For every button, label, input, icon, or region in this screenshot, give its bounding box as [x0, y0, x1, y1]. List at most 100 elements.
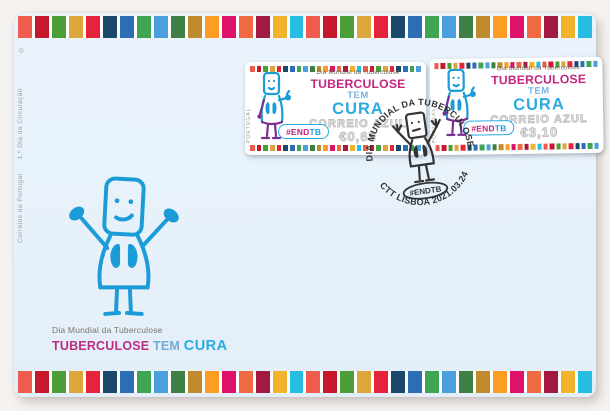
- stripe-color-block: [562, 143, 567, 150]
- sdg-stripe-top: [18, 16, 592, 38]
- stripe-color-block: [425, 371, 440, 393]
- stripe-color-block: [136, 371, 151, 393]
- stripe-color-block: [363, 66, 368, 72]
- stripe-color-block: [527, 16, 542, 38]
- side-imprint-publisher: Correios de Portugal: [17, 173, 24, 243]
- stripe-color-block: [498, 144, 504, 151]
- stripe-color-block: [376, 145, 382, 151]
- stripe-color-block: [316, 145, 322, 151]
- stripe-color-block: [493, 371, 508, 393]
- stripe-color-block: [336, 66, 342, 72]
- stripe-color-block: [276, 145, 282, 151]
- stripe-color-block: [309, 145, 315, 151]
- stripe-color-block: [272, 371, 287, 393]
- stripe-color-block: [170, 371, 185, 393]
- stripe-color-block: [204, 371, 219, 393]
- stripe-color-block: [289, 371, 304, 393]
- stripe-color-block: [403, 66, 408, 72]
- stripe-color-block: [510, 371, 525, 393]
- stamp-1-stripe-top: [250, 66, 422, 72]
- campaign-text-block: Dia Mundial da Tuberculose TUBERCULOSE T…: [52, 325, 228, 355]
- stamp-1-text-block: Dia Mundial da Tuberculose TUBERCULOSE T…: [295, 69, 421, 143]
- stripe-color-block: [283, 66, 288, 72]
- stamp-2: PORTUGAL: [429, 56, 604, 156]
- stripe-color-block: [357, 16, 372, 38]
- stripe-color-block: [250, 66, 255, 72]
- stripe-color-block: [221, 371, 236, 393]
- stripe-color-block: [272, 16, 287, 38]
- stripe-color-block: [369, 66, 375, 72]
- stripe-color-block: [459, 16, 474, 38]
- stripe-color-block: [18, 16, 32, 38]
- stamp-1-face-value: €0,68: [339, 129, 377, 144]
- stripe-color-block: [549, 143, 555, 150]
- stripe-color-block: [119, 16, 134, 38]
- stripe-color-block: [329, 66, 335, 72]
- stripe-color-block: [349, 66, 355, 72]
- stripe-color-block: [396, 66, 402, 72]
- stripe-color-block: [408, 16, 423, 38]
- stamp-2-title-cura: CURA: [513, 95, 565, 115]
- stripe-color-block: [369, 145, 375, 151]
- stripe-color-block: [476, 371, 491, 393]
- stripe-color-block: [389, 145, 395, 151]
- stripe-color-block: [289, 145, 295, 151]
- stripe-color-block: [403, 145, 408, 151]
- stripe-color-block: [374, 16, 389, 38]
- stripe-color-block: [256, 145, 262, 151]
- stripe-color-block: [323, 66, 328, 72]
- stripe-color-block: [283, 145, 288, 151]
- stripe-color-block: [296, 66, 302, 72]
- stamp-1-title-tuberculose: TUBERCULOSE: [310, 77, 406, 91]
- stripe-color-block: [493, 16, 508, 38]
- stripe-color-block: [343, 145, 348, 151]
- campaign-title: TUBERCULOSE TEM CURA: [52, 338, 228, 355]
- stripe-color-block: [238, 16, 253, 38]
- stripe-color-block: [391, 371, 406, 393]
- stripe-color-block: [296, 145, 302, 151]
- stripe-color-block: [396, 145, 402, 151]
- stripe-color-block: [587, 142, 593, 150]
- stripe-color-block: [255, 371, 270, 393]
- stamp-2-badge-tb: TB: [494, 122, 507, 133]
- stamp-1-title-cura: CURA: [332, 100, 384, 118]
- stamp-1-service-class: CORREIO AZUL: [309, 118, 407, 131]
- stripe-color-block: [102, 16, 117, 38]
- stripe-color-block: [309, 66, 315, 72]
- side-imprint-text: Correios de Portugal1.º Dia de Circulaçã…: [17, 43, 24, 243]
- stripe-color-block: [153, 371, 168, 393]
- stripe-color-block: [492, 144, 498, 151]
- stripe-color-block: [263, 145, 268, 151]
- stripe-color-block: [510, 16, 525, 38]
- stripe-color-block: [409, 145, 415, 151]
- stripe-color-block: [594, 142, 599, 149]
- stripe-color-block: [170, 16, 185, 38]
- stripe-color-block: [263, 66, 268, 72]
- stripe-color-block: [408, 371, 423, 393]
- sdg-stripe-bottom: [18, 371, 592, 393]
- stripe-color-block: [316, 66, 322, 72]
- stripe-color-block: [577, 371, 592, 393]
- stripe-color-block: [543, 143, 548, 150]
- stripe-color-block: [389, 66, 395, 72]
- first-day-postmark: DIA MUNDIAL DA TUBERCULOSE CTT LISBOA 20…: [357, 90, 476, 213]
- stripe-color-block: [238, 371, 253, 393]
- stamp-2-figure-illustration: [442, 68, 476, 137]
- postmark-figure-illustration: [392, 111, 441, 184]
- stripe-color-block: [187, 16, 202, 38]
- stripe-color-block: [306, 371, 321, 393]
- stripe-color-block: [356, 145, 362, 151]
- recycle-icon: ♻: [18, 48, 25, 55]
- stripe-color-block: [527, 371, 542, 393]
- stripe-color-block: [343, 66, 348, 72]
- stripe-color-block: [153, 16, 168, 38]
- stripe-color-block: [340, 16, 355, 38]
- postmark-endtb-badge: [402, 181, 449, 200]
- stripe-color-block: [306, 16, 321, 38]
- first-day-cover-envelope: ♻ Correios de Portugal1.º Dia de Circula…: [14, 13, 604, 397]
- campaign-title-tuberculose: TUBERCULOSE: [52, 338, 150, 353]
- stripe-color-block: [577, 16, 592, 38]
- stripe-color-block: [537, 143, 542, 150]
- stamp-1: PORTUGAL: [245, 62, 426, 155]
